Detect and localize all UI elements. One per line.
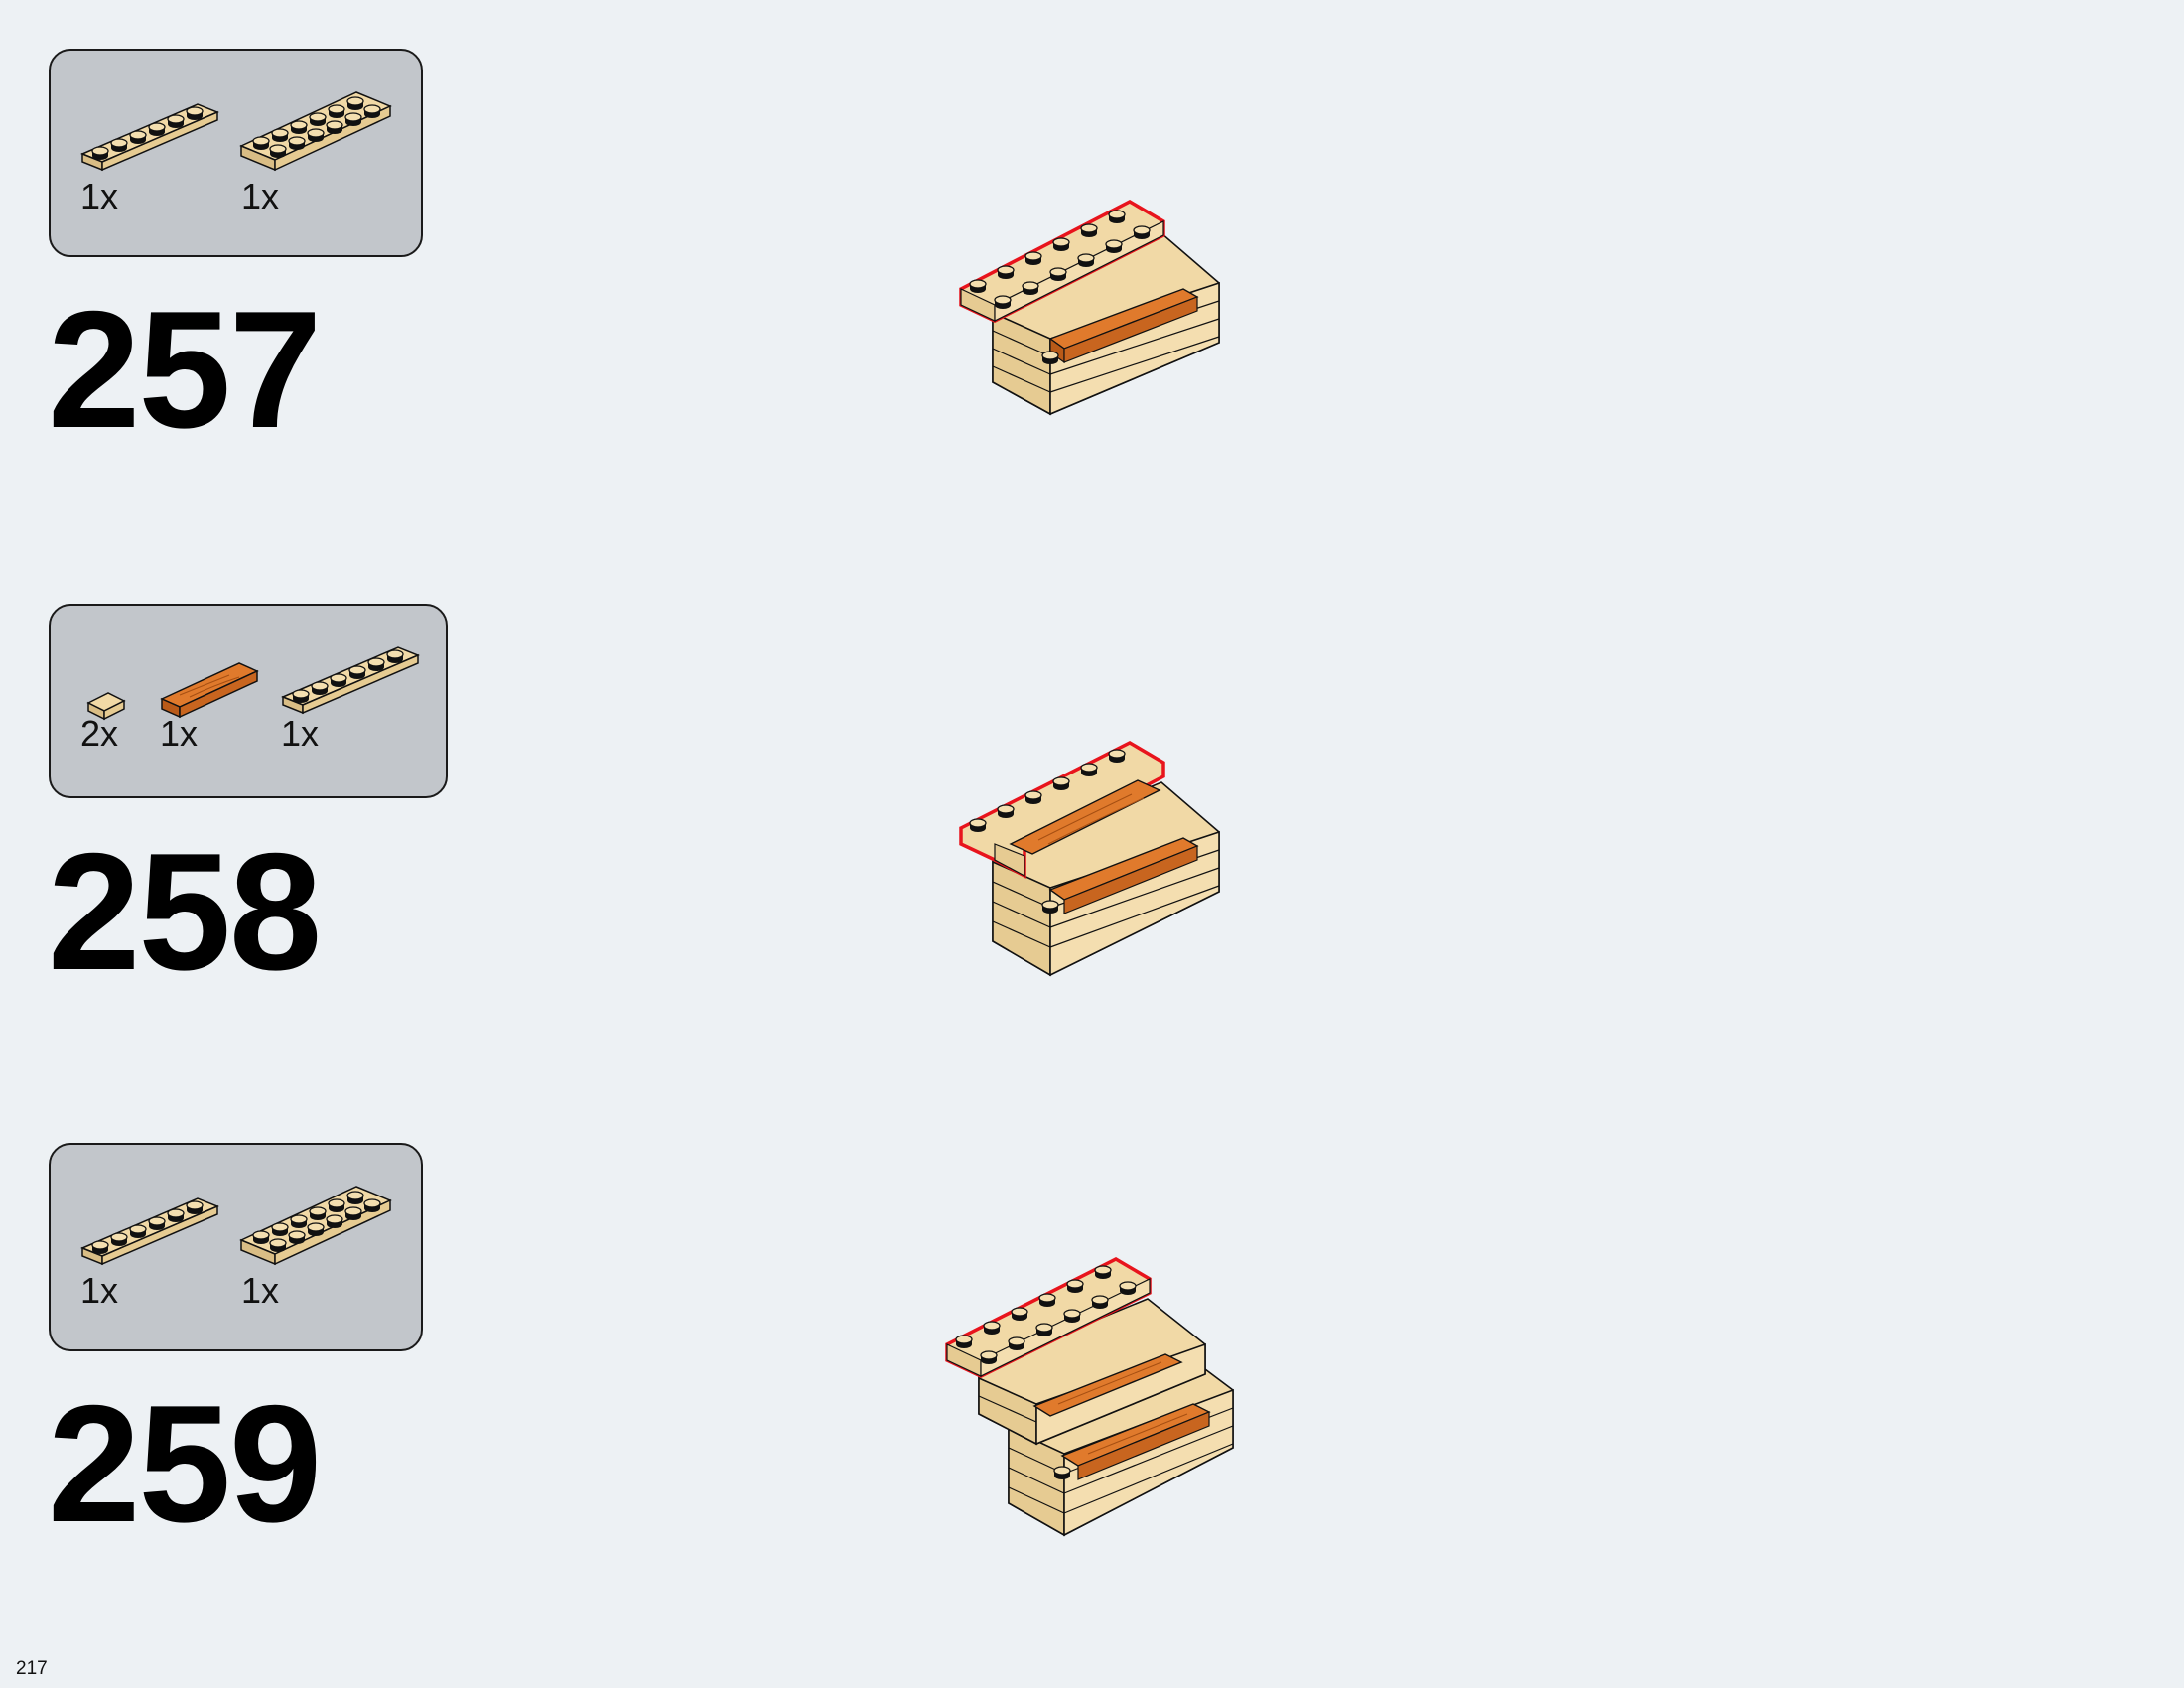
part-tan-plate-1x6 [80, 96, 219, 176]
page-number: 217 [16, 1658, 48, 1679]
part-tan-plate-2x6 [239, 1179, 393, 1270]
quantity-label: 1x [241, 1270, 280, 1311]
assembly-model [939, 1249, 1237, 1548]
part-tan-plate-2x6 [239, 84, 393, 176]
parts-callout: 2x 1x 1x [49, 604, 448, 798]
quantity-label: 1x [281, 713, 320, 754]
assembly-model [953, 733, 1231, 986]
part-tan-tile-1x1 [86, 689, 126, 723]
quantity-label: 1x [80, 176, 119, 216]
step-number: 257 [48, 276, 322, 463]
part-tan-plate-1x6 [80, 1191, 219, 1270]
part-wood-grain-tile-1x4 [160, 659, 259, 721]
parts-callout: 1x 1x [49, 1143, 423, 1351]
parts-callout: 1x 1x [49, 49, 423, 257]
step-number: 258 [48, 818, 322, 1005]
part-tan-plate-1x6 [281, 639, 420, 719]
quantity-label: 1x [241, 176, 280, 216]
assembly-model [953, 194, 1231, 437]
quantity-label: 1x [80, 1270, 119, 1311]
quantity-label: 1x [160, 713, 199, 754]
step-number: 259 [48, 1370, 322, 1557]
quantity-label: 2x [80, 713, 119, 754]
